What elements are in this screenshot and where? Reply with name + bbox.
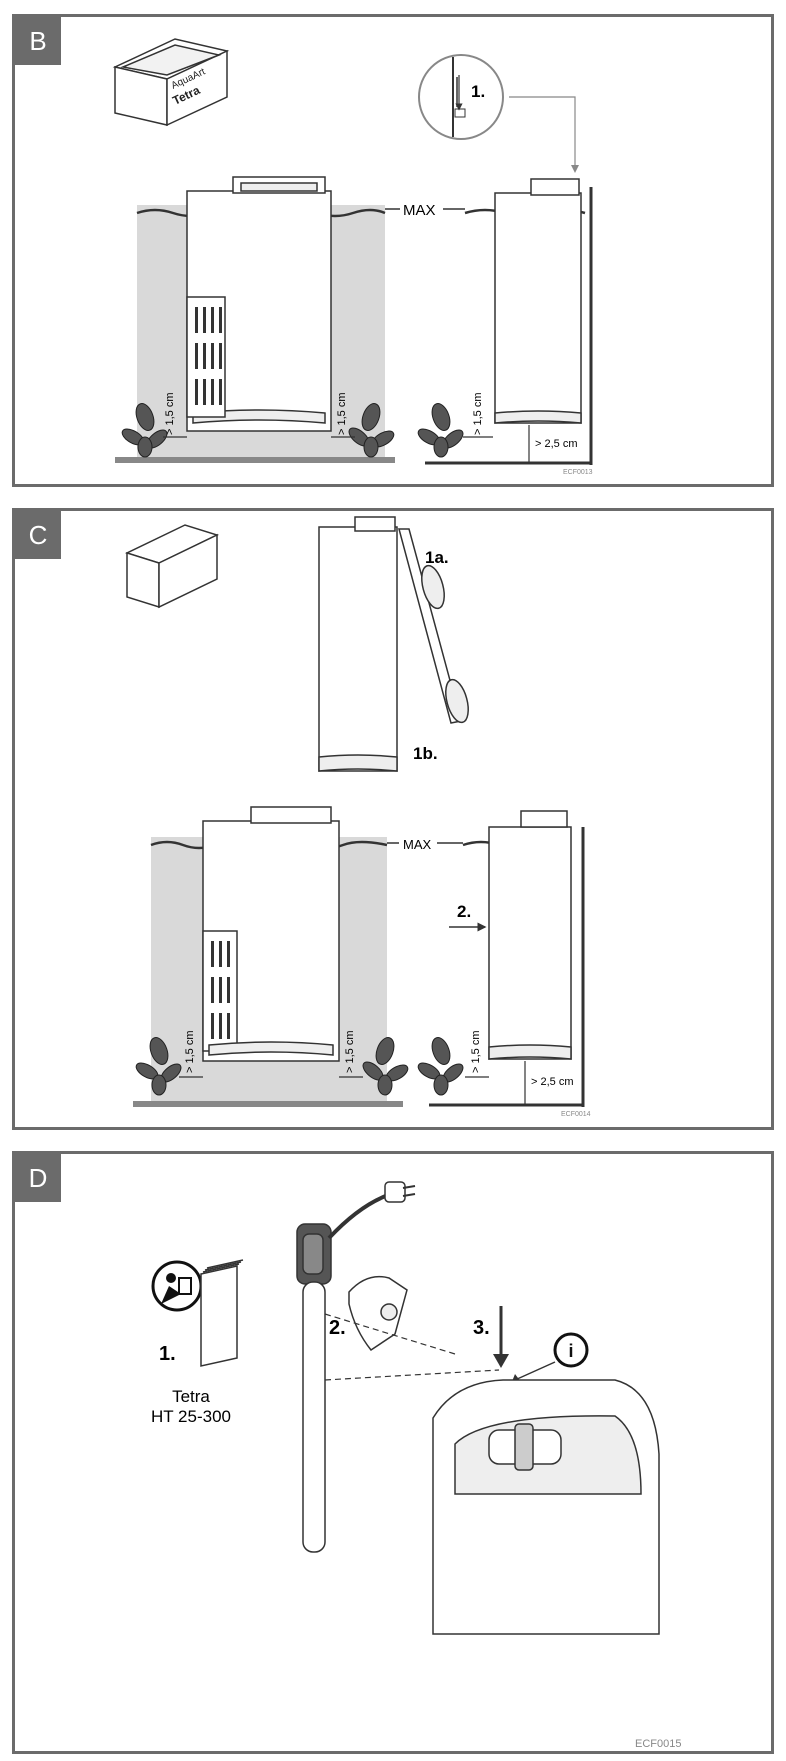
gap-label-left: > 1,5 cm [184,1031,196,1074]
guide-line-2 [324,1369,500,1381]
panel-d: D 1. Tetra HT 25-300 [12,1151,774,1754]
plant-icon-side [417,1037,464,1096]
heater-icon [296,1181,416,1553]
gap-label-bottom: > 2,5 cm [535,438,578,450]
plant-icon-side [417,403,464,458]
step-1a-label: 1a. [425,548,449,567]
plant-icon-left [121,403,168,458]
heater-brand: Tetra [172,1387,210,1406]
filter-slots-front [195,307,222,405]
clip-icon [348,1275,408,1352]
gap-label-left: > 1,5 cm [164,393,176,436]
filter-front [202,806,340,1062]
figure-code: ECF0014 [561,1111,591,1118]
filter-side [488,810,572,1060]
panel-label: C [15,511,61,559]
filter-side [494,178,582,424]
callout-line [509,96,576,167]
panel-label: D [15,1154,61,1202]
step-1-label: 1. [471,82,485,101]
max-label: MAX [403,202,436,219]
step-1b-label: 1b. [413,744,438,763]
gap-label-right: > 1,5 cm [344,1031,356,1074]
gap-label-right: > 1,5 cm [336,393,348,436]
substrate-front [115,457,395,463]
plant-icon-right [348,403,395,458]
gap-label-side: > 1,5 cm [470,1031,482,1074]
filter-tilted [318,516,469,772]
gap-label-side: > 1,5 cm [472,393,484,436]
info-icon: i [553,1332,589,1368]
panel-label: B [15,17,61,65]
panel-b: B AquaArt Tetra [12,14,774,487]
filter-top-view [432,1379,660,1635]
manual-booklet-icon [200,1259,244,1367]
panel-b-illustration: AquaArt Tetra [112,38,593,465]
plant-icon-right [362,1037,409,1096]
panel-d-illustration: 1. Tetra HT 25-300 2. 3. i [151,1181,660,1635]
step-3-label: 3. [473,1317,490,1339]
figure-code: ECF0015 [635,1738,682,1750]
aquarium-box-icon [124,524,220,609]
figure-code: ECF0013 [563,469,593,476]
zoom-circle [418,54,504,140]
panel-c-illustration: 1a. 1b. [124,516,585,1107]
gap-label-bottom: > 2,5 cm [531,1076,574,1088]
substrate-front [133,1101,403,1107]
svg-text:i: i [568,1341,573,1361]
plant-icon-left [135,1037,182,1096]
step-1-label: 1. [159,1343,176,1365]
filter-front [186,176,332,432]
heater-model: HT 25-300 [151,1407,231,1426]
read-manual-icon [151,1260,203,1312]
step-2-label: 2. [329,1317,346,1339]
panel-c: C 1a. 1b. [12,508,774,1130]
step-2-label: 2. [457,902,471,921]
filter-slots-front [211,941,230,1039]
max-label: MAX [403,837,432,852]
aquarium-box-icon [112,38,230,127]
guide-line-1 [324,1313,456,1355]
